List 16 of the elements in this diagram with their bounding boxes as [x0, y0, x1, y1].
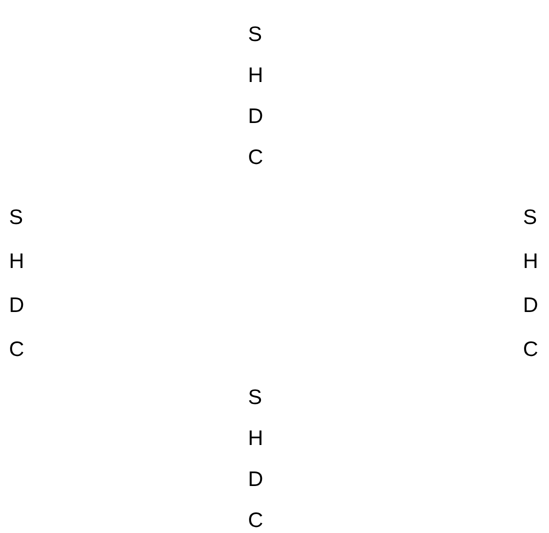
suit-letter: H — [523, 250, 538, 274]
suit-letter: S — [248, 386, 264, 410]
suit-letter: H — [248, 427, 264, 451]
suit-letter: C — [248, 146, 264, 170]
suit-letter: C — [523, 338, 538, 362]
suit-letter: D — [248, 468, 264, 492]
suit-letter: C — [9, 338, 24, 362]
suit-letter: D — [248, 105, 264, 129]
suit-letter: D — [9, 294, 24, 318]
suit-letter: D — [523, 294, 538, 318]
suit-letter: H — [9, 250, 24, 274]
suit-letter: H — [248, 64, 264, 88]
suit-letter: S — [523, 206, 538, 230]
suit-letter: C — [248, 509, 264, 533]
suit-letter: S — [248, 23, 264, 47]
suit-letter: S — [9, 206, 24, 230]
